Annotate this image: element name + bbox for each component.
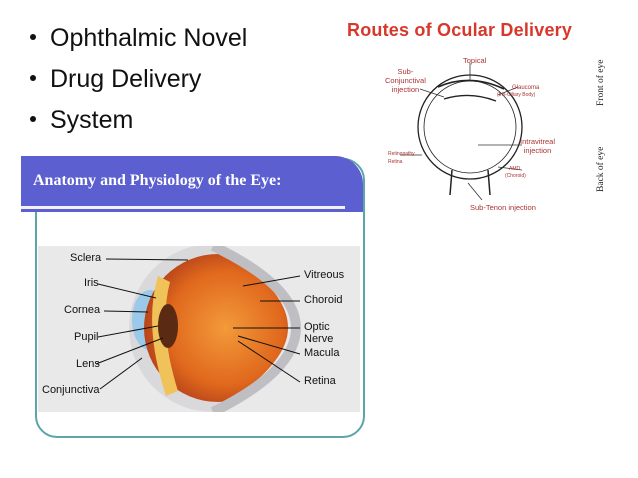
bullet-text: Ophthalmic Novel: [50, 24, 248, 52]
eye-cross-section: [95, 246, 360, 412]
banner-underline: [21, 206, 345, 209]
bullet-dot: [30, 116, 36, 123]
bullet-text: Drug Delivery: [50, 65, 202, 93]
eye-anatomy-illustration: Sclera Iris Cornea Pupil Lens Conjunctiv…: [38, 246, 360, 412]
route-intravitreal: Intravitreal injection: [520, 137, 556, 155]
bullet-item: Drug Delivery: [22, 61, 247, 102]
label-lens: Lens: [76, 358, 100, 370]
bullet-dot: [30, 75, 36, 82]
eye-outline: [417, 74, 523, 180]
bullet-list: Ophthalmic Novel Drug Delivery System: [22, 20, 247, 143]
label-optic-nerve: Optic Nerve: [304, 321, 334, 345]
bullet-item: System: [22, 102, 247, 143]
anatomy-banner: Anatomy and Physiology of the Eye:: [21, 156, 363, 212]
route-glaucoma-sub: (Iris-Ciliary Body): [497, 92, 536, 98]
right-leaders: [233, 275, 301, 383]
left-leaders: [95, 258, 189, 390]
ocular-routes-diagram: [400, 63, 523, 201]
label-choroid: Choroid: [304, 294, 343, 306]
bullet-dot: [30, 34, 36, 41]
cutaway: [213, 246, 360, 412]
cornea-curve: [437, 79, 505, 90]
lens-shape: [158, 304, 178, 348]
route-retinopathy: Retinopathy: [388, 151, 415, 157]
label-conjunctiva: Conjunctiva: [42, 384, 100, 396]
side-label-front: Front of eye: [596, 59, 606, 106]
anatomy-title: Anatomy and Physiology of the Eye:: [33, 172, 282, 189]
route-subconjunctival: Sub- Conjunctival injection: [385, 67, 426, 94]
label-retina: Retina: [304, 375, 336, 387]
route-subtenon: Sub-Tenon injection: [470, 203, 536, 212]
route-topical: Topical: [463, 56, 487, 65]
route-amd-sub: (Choroid): [505, 173, 526, 179]
route-retina: Retina: [388, 159, 403, 165]
label-cornea: Cornea: [64, 304, 101, 316]
label-vitreous: Vitreous: [304, 269, 345, 281]
label-pupil: Pupil: [74, 331, 99, 343]
side-label-back: Back of eye: [596, 146, 606, 192]
routes-title: Routes of Ocular Delivery: [347, 20, 573, 40]
route-glaucoma: Glaucoma: [512, 85, 540, 91]
label-iris: Iris: [84, 277, 99, 289]
vitreous-shape: [144, 254, 292, 402]
route-amd: AMD: [509, 166, 521, 172]
label-sclera: Sclera: [70, 252, 102, 264]
optic-nerve: [449, 169, 491, 196]
label-macula: Macula: [304, 347, 340, 359]
bullet-item: Ophthalmic Novel: [22, 20, 247, 61]
bullet-text: System: [50, 106, 134, 134]
